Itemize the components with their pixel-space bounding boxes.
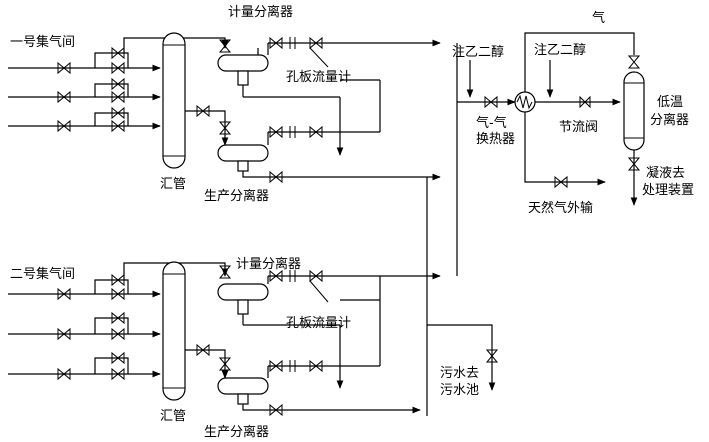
- throttle-valve-label: 节流阀: [559, 120, 598, 135]
- manifold-top-label: 汇管: [160, 177, 186, 192]
- low-temp-separator: [623, 71, 645, 151]
- production-separator-top: [217, 125, 441, 184]
- metering-separator-top: [217, 36, 441, 98]
- metering-sep-top-label: 计量分离器: [228, 4, 293, 20]
- manifold-bottom: [162, 261, 186, 401]
- manifold-bottom-label: 汇管: [160, 409, 186, 424]
- wastewater-label-2: 污水池: [440, 383, 479, 398]
- production-sep-top-label: 生产分离器: [204, 188, 269, 204]
- manifold-top: [162, 32, 186, 169]
- metering-sep-bottom-label: 计量分离器: [236, 256, 301, 272]
- condensate-label-2: 处理装置: [642, 183, 694, 198]
- station2-label: 二号集气间: [10, 266, 75, 282]
- production-sep-bottom-label: 生产分离器: [204, 424, 269, 440]
- wastewater-label-1: 污水去: [440, 366, 479, 381]
- natural-gas-export-label: 天然气外输: [528, 200, 593, 216]
- hx-label-1: 气-气: [476, 115, 507, 131]
- orifice-top-label: 孔板流量计: [286, 70, 351, 85]
- gas-gas-heat-exchanger: [514, 91, 536, 113]
- metering-separator-bottom: [217, 265, 441, 326]
- glycol-2-label: 注乙二醇: [534, 42, 586, 58]
- glycol-1-label: 注乙二醇: [452, 44, 504, 60]
- hx-label-2: 换热器: [476, 132, 515, 147]
- condensate-label-1: 凝液去: [646, 165, 685, 181]
- lt-sep-label-2: 分离器: [650, 112, 689, 128]
- orifice-bottom-label: 孔板流量计: [286, 316, 351, 331]
- lt-sep-label-1: 低温: [657, 95, 683, 110]
- station1-label: 一号集气间: [10, 34, 75, 50]
- station2-inlet-lines: [8, 262, 229, 378]
- gas-label: 气: [592, 10, 605, 26]
- station1-valves: [57, 46, 125, 133]
- station2-valves: [57, 273, 125, 381]
- production-separator-bottom: [217, 359, 421, 417]
